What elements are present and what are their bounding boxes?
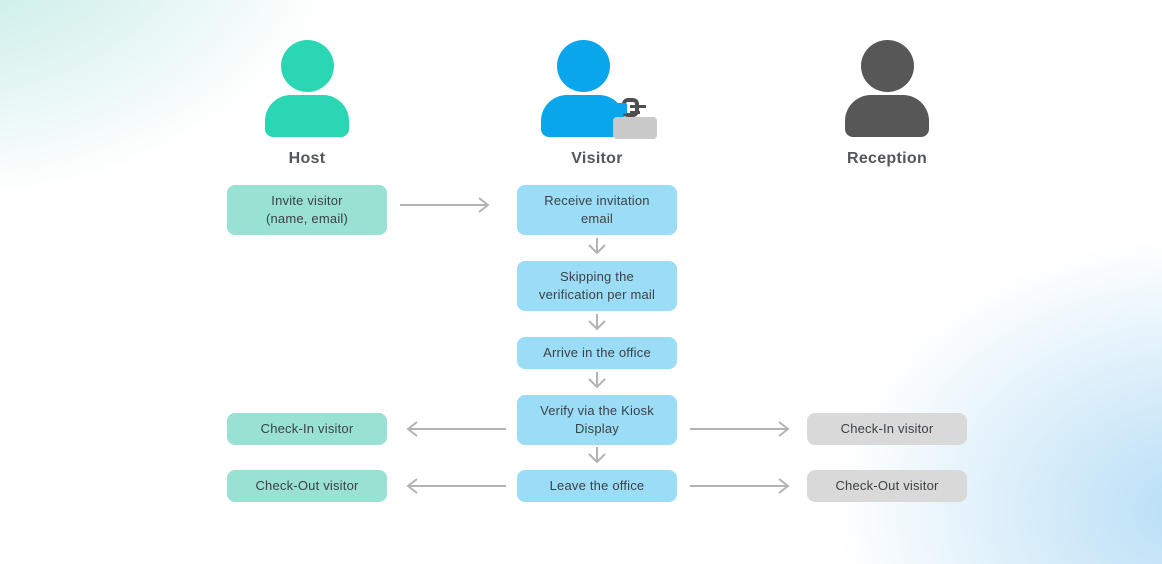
host-persona: Host [227, 40, 387, 168]
id-badge-icon [613, 98, 657, 139]
flow-step-invite-visitor: Invite visitor (name, email) [227, 185, 387, 235]
visitor-icon [541, 40, 625, 137]
flow-step-arrive-office: Arrive in the office [517, 337, 677, 369]
flow-step-verify-kiosk: Verify via the Kiosk Display [517, 395, 677, 445]
flow-step-leave-office: Leave the office [517, 470, 677, 502]
flow-step-skip-verification: Skipping the verification per mail [517, 261, 677, 311]
flow-step-host-checkin: Check-In visitor [227, 413, 387, 445]
arrow-verify-to-reception-checkin [690, 421, 790, 437]
visitor-persona: Visitor [517, 40, 677, 168]
arrow-skip-to-arrive [588, 314, 606, 331]
flow-step-host-checkout: Check-Out visitor [227, 470, 387, 502]
arrow-verify-to-leave [588, 447, 606, 464]
host-label: Host [288, 150, 326, 167]
arrow-leave-to-reception-checkout [690, 478, 790, 494]
arrow-receive-to-skip [588, 238, 606, 255]
arrow-leave-to-host-checkout [406, 478, 506, 494]
arrow-invite-to-receive [400, 197, 490, 213]
reception-persona: Reception [807, 40, 967, 168]
flow-step-reception-checkin: Check-In visitor [807, 413, 967, 445]
host-icon [265, 40, 349, 137]
flow-step-receive-email: Receive invitation email [517, 185, 677, 235]
arrow-arrive-to-verify [588, 372, 606, 389]
reception-label: Reception [846, 150, 928, 167]
arrow-verify-to-host-checkin [406, 421, 506, 437]
reception-icon [845, 40, 929, 137]
flow-step-reception-checkout: Check-Out visitor [807, 470, 967, 502]
visitor-label: Visitor [571, 150, 623, 167]
